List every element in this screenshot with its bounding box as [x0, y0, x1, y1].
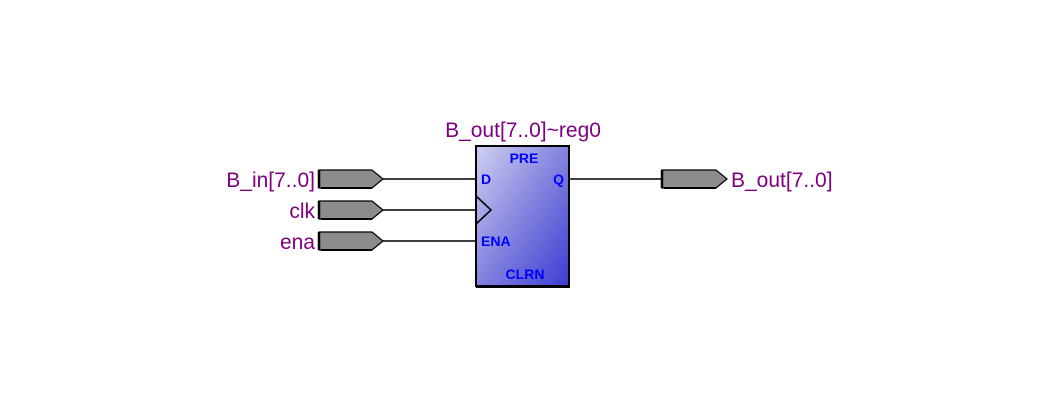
input-label-clk: clk	[289, 200, 315, 223]
pin-pre-label: PRE	[510, 150, 539, 166]
output-port-b-out[interactable]	[660, 169, 728, 189]
pin-d-label: D	[481, 171, 491, 187]
pin-clrn-label: CLRN	[506, 266, 545, 282]
output-label-b-out: B_out[7..0]	[731, 169, 833, 192]
input-label-b-in: B_in[7..0]	[226, 169, 315, 192]
register-block[interactable]	[475, 145, 570, 288]
register-name: B_out[7..0]~reg0	[445, 119, 601, 142]
pin-ena-label: ENA	[481, 233, 511, 249]
input-label-ena: ena	[280, 231, 315, 254]
input-port-b-in[interactable]	[317, 169, 384, 189]
input-port-clk[interactable]	[317, 200, 384, 220]
pin-q-label: Q	[553, 171, 564, 187]
input-port-ena[interactable]	[317, 231, 384, 251]
clock-triangle-icon	[475, 195, 493, 225]
